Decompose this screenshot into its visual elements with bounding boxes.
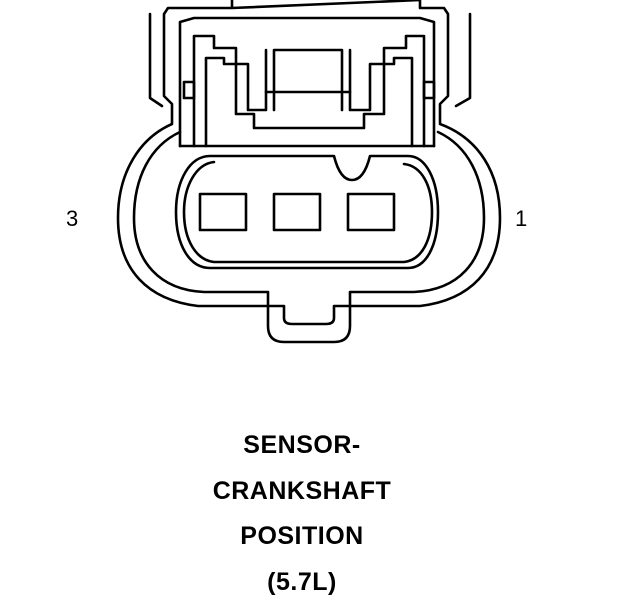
latch-tab-left	[182, 80, 196, 100]
latch-center-slot	[264, 48, 352, 112]
pin-number-3: 3	[66, 206, 79, 231]
terminal-pin-1	[346, 192, 396, 232]
terminal-pin-3	[198, 192, 248, 232]
caption-line-crankshaft: CRANKSHAFT	[212, 477, 392, 505]
terminal-cavity	[174, 154, 440, 270]
latch-step-inner	[204, 56, 414, 148]
latch-housing	[178, 16, 436, 148]
terminal-cavity-inner	[182, 160, 434, 264]
housing-shoulder-right	[454, 12, 472, 108]
latch-step-outer	[192, 34, 426, 148]
connector-inner-ring	[132, 130, 486, 344]
caption-line-engine: (5.7L)	[267, 568, 337, 596]
latch-tab-right	[422, 80, 436, 100]
connector-outer-body	[116, 0, 502, 326]
pin-number-1: 1	[515, 206, 528, 231]
housing-shoulder-left	[148, 12, 164, 108]
terminal-pin-2	[272, 192, 322, 232]
caption-line-position: POSITION	[240, 522, 364, 550]
caption-line-sensor: SENSOR-	[243, 431, 361, 459]
